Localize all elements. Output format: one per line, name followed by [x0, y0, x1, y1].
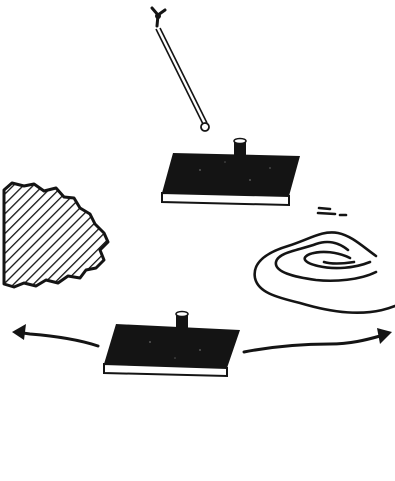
lower-block-icon: [104, 312, 240, 377]
contour-lines-icon: [255, 208, 395, 313]
left-arrow-icon: [12, 324, 98, 346]
stylus-icon: [152, 8, 209, 131]
right-arrow-icon: [244, 328, 392, 352]
upper-block-icon: [162, 139, 300, 206]
hatched-blob-icon: [4, 183, 108, 287]
